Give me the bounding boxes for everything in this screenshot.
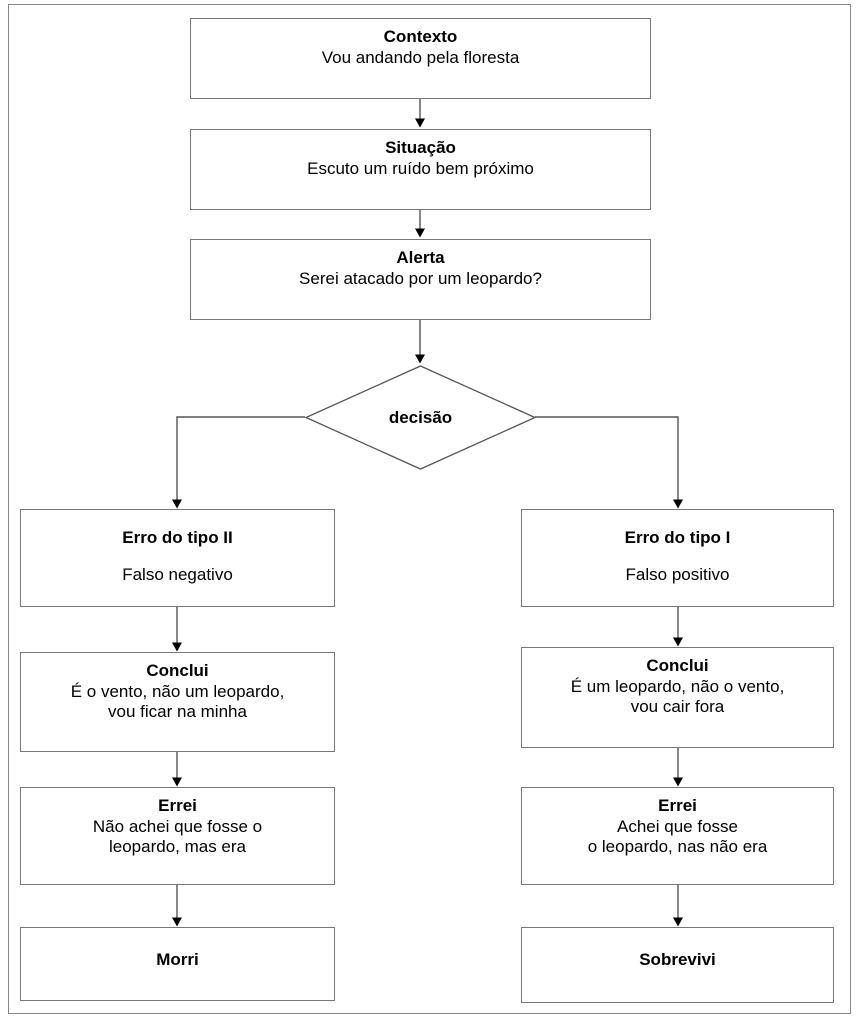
node-decisao[interactable]: decisão	[305, 365, 536, 470]
node-conclui-direito-body: É um leopardo, não o vento, vou cair for…	[570, 676, 785, 717]
node-alerta[interactable]: Alerta Serei atacado por um leopardo?	[190, 239, 651, 320]
node-conclui-esquerdo-title: Conclui	[146, 661, 209, 680]
node-contexto[interactable]: Contexto Vou andando pela floresta	[190, 18, 651, 99]
node-erro-tipo-2-body: Falso negativo	[122, 564, 233, 584]
node-sobrevivi-title: Sobrevivi	[639, 950, 716, 969]
node-contexto-body: Vou andando pela floresta	[321, 47, 520, 67]
node-errei-direito-body: Achei que fosse o leopardo, nas não era	[587, 816, 768, 857]
node-errei-direito-title: Errei	[658, 796, 697, 815]
node-erro-tipo-1[interactable]: Erro do tipo I Falso positivo	[521, 509, 834, 607]
node-sobrevivi[interactable]: Sobrevivi	[521, 927, 834, 1003]
node-situacao-title: Situação	[385, 138, 456, 157]
node-conclui-direito[interactable]: Conclui É um leopardo, não o vento, vou …	[521, 647, 834, 748]
node-alerta-title: Alerta	[396, 248, 445, 267]
node-erro-tipo-1-title: Erro do tipo I	[624, 528, 731, 547]
node-contexto-title: Contexto	[383, 27, 458, 46]
node-situacao[interactable]: Situação Escuto um ruído bem próximo	[190, 129, 651, 210]
node-erro-tipo-1-body: Falso positivo	[625, 564, 730, 584]
node-morri[interactable]: Morri	[20, 927, 335, 1001]
node-errei-esquerdo[interactable]: Errei Não achei que fosse o leopardo, ma…	[20, 787, 335, 885]
node-errei-esquerdo-body: Não achei que fosse o leopardo, mas era	[92, 816, 263, 857]
node-errei-direito[interactable]: Errei Achei que fosse o leopardo, nas nã…	[521, 787, 834, 885]
node-conclui-esquerdo[interactable]: Conclui É o vento, não um leopardo, vou …	[20, 652, 335, 752]
node-erro-tipo-2[interactable]: Erro do tipo II Falso negativo	[20, 509, 335, 607]
node-alerta-body: Serei atacado por um leopardo?	[299, 268, 542, 288]
node-situacao-body: Escuto um ruído bem próximo	[307, 158, 534, 178]
decision-diamond-shape	[305, 365, 536, 470]
node-erro-tipo-2-title: Erro do tipo II	[122, 528, 233, 547]
node-conclui-esquerdo-body: É o vento, não um leopardo, vou ficar na…	[70, 681, 285, 722]
node-errei-esquerdo-title: Errei	[158, 796, 197, 815]
node-decisao-label: decisão	[388, 407, 453, 427]
node-conclui-direito-title: Conclui	[646, 656, 709, 675]
node-morri-title: Morri	[156, 950, 199, 969]
